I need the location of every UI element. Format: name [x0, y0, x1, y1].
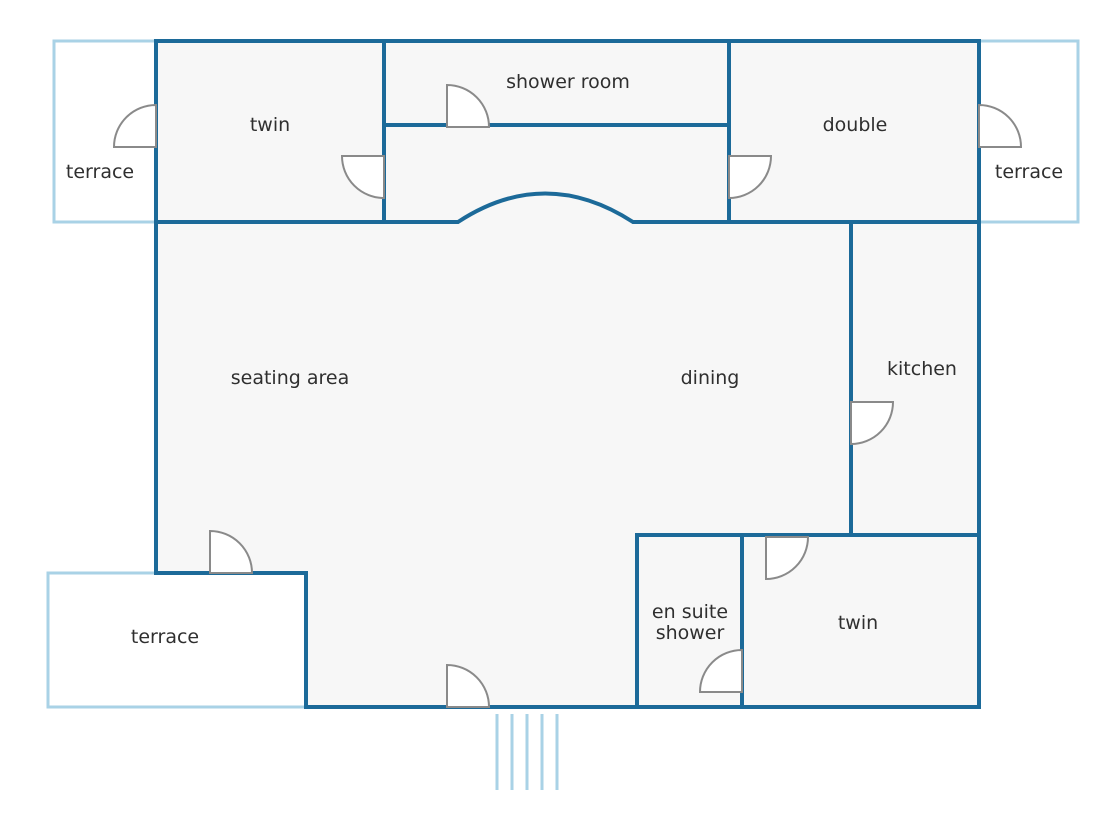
label-terrace-right: terrace [995, 161, 1063, 183]
label-terrace-bottom: terrace [131, 626, 199, 648]
entrance-steps [495, 714, 559, 790]
label-dining: dining [681, 367, 740, 389]
label-en-suite-line2: shower [656, 622, 725, 644]
door-double-corridor [728, 155, 773, 200]
label-kitchen: kitchen [887, 358, 957, 380]
label-en-suite-line1: en suite [652, 601, 728, 623]
door-twin-corridor [340, 155, 385, 200]
label-twin-bottom: twin [838, 612, 878, 634]
door-en-suite [698, 648, 743, 693]
door-shower-room [446, 83, 491, 128]
door-terrace-bottom [209, 529, 254, 574]
corridor-wall-with-arch [154, 191, 981, 224]
label-shower-room: shower room [506, 71, 630, 93]
door-twin-bottom [765, 536, 810, 581]
door-twin-terrace-left [112, 103, 157, 148]
outer-wall [154, 39, 981, 709]
label-terrace-left: terrace [66, 161, 134, 183]
label-seating-area: seating area [231, 367, 349, 389]
door-kitchen [850, 401, 895, 446]
door-double-terrace-right [978, 103, 1023, 148]
label-double: double [823, 114, 888, 136]
door-entrance [446, 663, 491, 708]
label-twin-top: twin [250, 114, 290, 136]
